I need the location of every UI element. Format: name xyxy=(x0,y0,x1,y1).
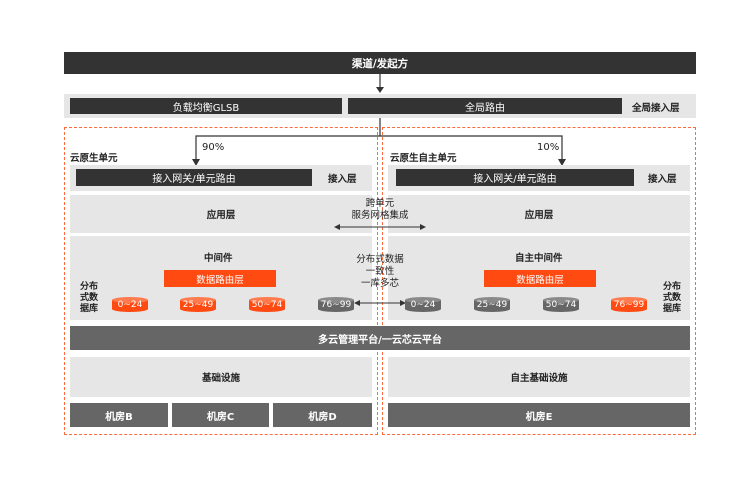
left-unit-title: 云原生单元 xyxy=(70,153,118,164)
room-b: 机房B xyxy=(70,403,168,427)
right-db-shard-1: 0~24 xyxy=(404,296,442,313)
database-icon xyxy=(249,297,285,312)
cross-unit-line1: 跨单元 xyxy=(365,198,395,209)
right-middleware-label: 自主中间件 xyxy=(515,253,563,264)
database-icon xyxy=(180,297,216,312)
channel-bar: 渠道/发起方 xyxy=(64,52,696,74)
right-db-label-1: 分布 xyxy=(662,282,681,292)
glsb-bar: 负载均衡GLSB xyxy=(70,98,342,114)
left-db-shard-3: 50~74 xyxy=(248,296,286,313)
shard-label: 25~49 xyxy=(476,299,508,310)
database-icon xyxy=(474,297,510,312)
shard-label: 50~74 xyxy=(251,299,283,310)
multicloud-platform-bar: 多云管理平台/一云芯云平台 xyxy=(70,326,690,350)
shard-label: 76~99 xyxy=(320,299,352,310)
database-icon xyxy=(543,297,579,312)
right-db-shard-3: 50~74 xyxy=(542,296,580,313)
global-routing-bar: 全局路由 xyxy=(348,98,622,114)
right-gateway-bar: 接入网关/单元路由 xyxy=(396,169,634,186)
database-icon xyxy=(405,297,441,312)
database-icon xyxy=(611,297,647,312)
db-sync-arrow-icon xyxy=(354,300,406,306)
left-db-shard-1: 0~24 xyxy=(111,296,149,313)
db-consistency-line1: 分布式数据 xyxy=(356,254,404,265)
left-unit-container xyxy=(64,127,378,435)
left-db-shard-4: 76~99 xyxy=(317,296,355,313)
left-percent: 90% xyxy=(202,142,225,153)
room-c: 机房C xyxy=(172,403,269,427)
right-access-label: 接入层 xyxy=(648,174,677,185)
arrow-down-icon xyxy=(376,74,384,93)
left-db-label-2: 式数 xyxy=(79,293,98,303)
db-consistency-line2: 一致性 xyxy=(365,266,395,277)
shard-label: 76~99 xyxy=(613,299,645,310)
room-d: 机房D xyxy=(273,403,372,427)
database-icon xyxy=(318,297,354,312)
left-data-routing: 数据路由层 xyxy=(164,270,276,287)
right-db-label-2: 式数 xyxy=(662,293,681,303)
shard-label: 0~24 xyxy=(117,299,143,310)
db-consistency-line3: 一库多芯 xyxy=(360,278,399,289)
left-middleware-label: 中间件 xyxy=(204,253,233,264)
right-unit-container xyxy=(382,127,696,435)
double-arrow-icon xyxy=(334,224,426,230)
right-data-routing: 数据路由层 xyxy=(484,270,596,287)
split-arrows xyxy=(192,118,566,166)
cross-unit-line2: 服务网格集成 xyxy=(351,210,409,221)
shard-label: 25~49 xyxy=(182,299,214,310)
shard-label: 0~24 xyxy=(410,299,436,310)
left-infra: 基础设施 xyxy=(70,357,372,397)
left-app-layer: 应用层 xyxy=(70,195,372,233)
left-db-label-3: 据库 xyxy=(79,304,98,314)
room-e: 机房E xyxy=(388,403,690,427)
right-infra: 自主基础设施 xyxy=(388,357,690,397)
right-db-label: 分布 式数 据库 xyxy=(657,282,687,315)
right-app-layer: 应用层 xyxy=(388,195,690,233)
cross-unit-note: 跨单元 服务网格集成 xyxy=(330,198,430,222)
right-unit-title: 云原生自主单元 xyxy=(390,153,457,164)
shard-label: 50~74 xyxy=(545,299,577,310)
db-consistency-note: 分布式数据 一致性 一库多芯 xyxy=(330,254,430,290)
right-db-shard-4: 76~99 xyxy=(610,296,648,313)
right-db-label-3: 据库 xyxy=(662,304,681,314)
left-gateway-bar: 接入网关/单元路由 xyxy=(76,169,312,186)
left-db-label-1: 分布 xyxy=(79,282,98,292)
left-access-label: 接入层 xyxy=(328,174,357,185)
right-db-shard-2: 25~49 xyxy=(473,296,511,313)
right-percent: 10% xyxy=(537,142,560,153)
left-db-shard-2: 25~49 xyxy=(179,296,217,313)
left-db-label: 分布 式数 据库 xyxy=(74,282,104,315)
database-icon xyxy=(112,297,148,312)
global-access-label: 全局接入层 xyxy=(632,103,680,114)
